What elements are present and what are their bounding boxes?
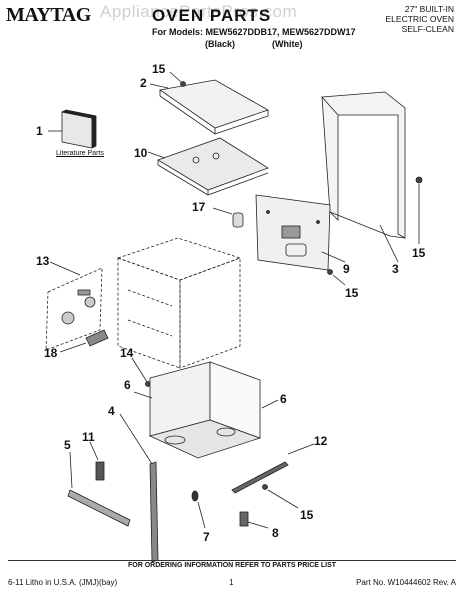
callout-15: 15 xyxy=(412,246,426,260)
callout-6: 6 xyxy=(124,378,131,392)
litho-info: 6-11 Litho in U.S.A. (JMJ)(bay) xyxy=(8,578,118,587)
part-element-group xyxy=(45,261,103,351)
part-outer-wrap xyxy=(321,91,406,263)
callout-12: 12 xyxy=(314,434,328,448)
part-oven-cavity xyxy=(116,237,242,369)
variant-white: (White) xyxy=(272,39,303,49)
callout-6: 6 xyxy=(280,392,287,406)
variant-black: (Black) xyxy=(205,39,236,49)
page-title: OVEN PARTS xyxy=(152,6,272,25)
literature-parts-label: Literature Parts xyxy=(56,150,104,157)
oven-desc-line: SELF-CLEAN xyxy=(401,24,454,34)
brand-logo: MAYTAG xyxy=(6,4,91,26)
part-screw xyxy=(327,269,346,286)
callout-5: 5 xyxy=(64,438,71,452)
ordering-info: FOR ORDERING INFORMATION REFER TO PARTS … xyxy=(127,562,337,569)
part-rail xyxy=(231,443,315,494)
oven-description: 27" BUILT-IN ELECTRIC OVEN SELF-CLEAN xyxy=(364,4,455,34)
part-chassis xyxy=(133,361,279,459)
models-line: For Models: MEW5627DDB17, MEW5627DDW17 xyxy=(152,27,356,37)
part-screw xyxy=(169,71,186,87)
part-screw xyxy=(262,484,299,509)
callout-2: 2 xyxy=(140,76,147,90)
part-trim-bar xyxy=(67,451,131,527)
page-number: 1 xyxy=(229,578,234,587)
part-screw xyxy=(131,357,151,387)
oven-desc-line: ELECTRIC OVEN xyxy=(385,14,455,24)
callout-7: 7 xyxy=(203,530,210,544)
callout-14: 14 xyxy=(120,346,134,360)
oven-desc-line: 27" BUILT-IN xyxy=(404,4,454,14)
part-literature xyxy=(48,109,97,149)
part-top-panel xyxy=(149,79,269,135)
part-insulation-plate xyxy=(147,137,269,196)
callout-9: 9 xyxy=(343,262,350,276)
part-sensor xyxy=(59,329,109,353)
callout-17: 17 xyxy=(192,200,206,214)
callout-18: 18 xyxy=(44,346,58,360)
callout-15: 15 xyxy=(300,508,314,522)
callout-13: 13 xyxy=(36,254,50,268)
callout-4: 4 xyxy=(108,404,115,418)
part-number: Part No. W10444602 Rev. A xyxy=(356,578,456,587)
part-clip xyxy=(239,511,269,529)
callout-10: 10 xyxy=(134,146,148,160)
callout-15: 15 xyxy=(345,286,359,300)
footer-divider xyxy=(8,560,456,561)
model-variants: (Black) (White) xyxy=(0,39,464,51)
callout-1: 1 xyxy=(36,124,43,138)
part-bracket xyxy=(89,441,105,481)
callout-15: 15 xyxy=(152,62,166,76)
callout-8: 8 xyxy=(272,526,279,540)
part-screw xyxy=(415,176,423,244)
callout-11: 11 xyxy=(82,430,95,444)
part-bumper xyxy=(191,490,206,529)
part-plug xyxy=(212,207,244,228)
callout-3: 3 xyxy=(392,262,399,276)
